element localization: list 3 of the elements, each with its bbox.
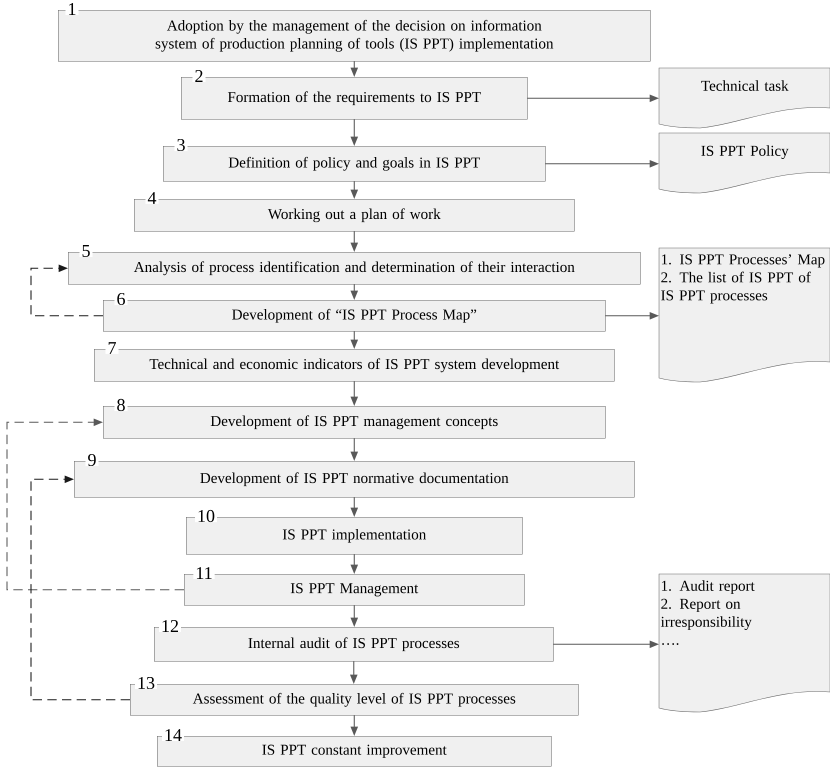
arrow [30,264,103,316]
arrow [30,475,130,700]
arrow [6,418,184,590]
